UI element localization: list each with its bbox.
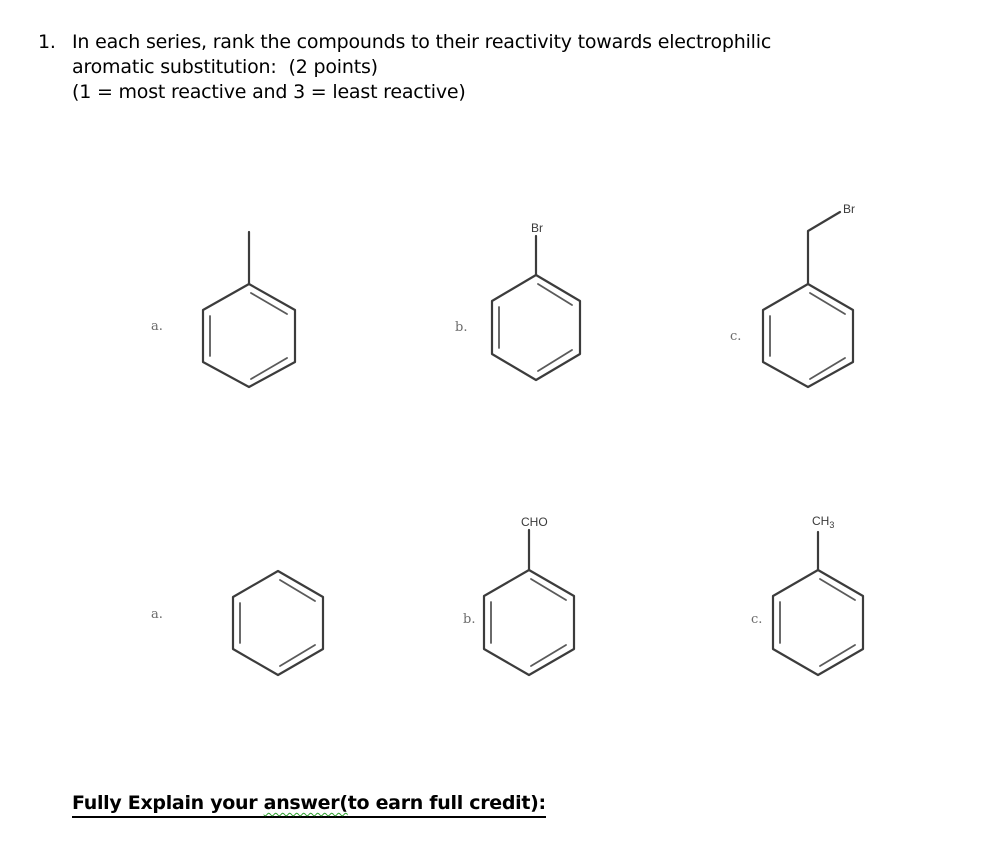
compound-label: b. <box>463 612 475 627</box>
benzene-ring-icon <box>201 282 297 389</box>
question-line-1: In each series, rank the compounds to th… <box>72 31 772 53</box>
benzene-ring-icon <box>761 282 855 389</box>
question-line-2-text: aromatic substitution: <box>72 56 277 78</box>
substituent-label: Br <box>843 202 855 216</box>
substituent-label: CH3 <box>812 514 834 530</box>
compound-1a: a. <box>151 230 297 389</box>
compound-label: b. <box>455 320 467 335</box>
substituent-label: CHO <box>521 515 548 529</box>
question-line-3: (1 = most reactive and 3 = least reactiv… <box>72 81 466 103</box>
instruction-prefix: Fully Explain your <box>72 792 264 814</box>
benzene-ring-icon <box>490 273 582 382</box>
substituent-main: CH <box>812 514 829 528</box>
benzene-ring-icon <box>482 568 576 677</box>
series-1: a. b. Br c. <box>151 202 855 389</box>
spellcheck-flagged-word[interactable]: answer( <box>263 792 348 814</box>
points-value: (2 points) <box>288 56 379 78</box>
explain-instruction: Fully Explain your answer(to earn full c… <box>72 791 546 818</box>
substituent-label: Br <box>531 221 543 235</box>
compound-1b: b. Br <box>455 221 582 382</box>
substituent-subscript: 3 <box>829 520 834 530</box>
compound-label: c. <box>751 612 762 627</box>
benzene-ring-icon <box>231 569 325 677</box>
question-number: 1. <box>38 31 56 53</box>
compound-label: a. <box>151 607 163 622</box>
compound-2a: a. <box>151 569 325 677</box>
compound-2c: c. CH3 <box>751 514 865 677</box>
compound-label: c. <box>730 329 741 344</box>
series-2: a. b. CHO c. <box>151 514 865 677</box>
compound-label: a. <box>151 319 163 334</box>
benzene-ring-icon <box>771 568 865 677</box>
question-text: In each series, rank the compounds to th… <box>72 30 771 105</box>
compound-1c: c. Br <box>730 202 855 389</box>
ch2-bond <box>806 210 842 286</box>
question-line-2: aromatic substitution: (2 points) <box>72 55 771 80</box>
instruction-suffix: to earn full credit): <box>347 792 546 814</box>
compound-2b: b. CHO <box>463 515 576 677</box>
